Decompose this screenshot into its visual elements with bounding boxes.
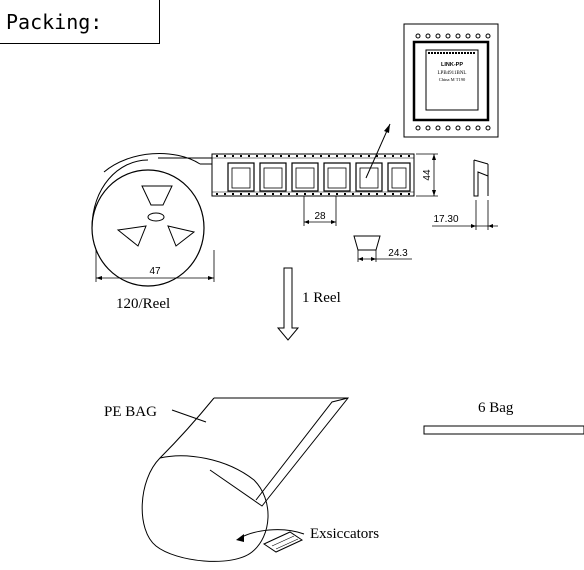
chip-pins-top <box>415 33 491 39</box>
tape-height-label: 44 <box>422 169 433 181</box>
pe-bag-label: PE BAG <box>104 404 157 420</box>
tape-pockets <box>227 162 411 192</box>
chip-model: LPB4911BNL <box>438 71 467 76</box>
chip-origin: China M T190 <box>439 77 466 82</box>
hub-width-label: 24.3 <box>388 248 408 259</box>
desiccant-pack <box>236 529 305 553</box>
sprocket-holes <box>216 155 410 195</box>
carrier-tape: 44 28 <box>211 153 438 226</box>
reel: 47 <box>91 153 215 287</box>
one-reel-label: 1 Reel <box>302 290 341 306</box>
bag-count-label: 6 Bag <box>478 400 514 416</box>
pe-bag <box>141 397 350 562</box>
desiccant-label: Exsiccators <box>310 526 379 542</box>
chip-closeup: LINK-PP LPB4911BNL China M T190 <box>403 23 499 138</box>
down-arrow <box>276 267 300 341</box>
chip-brand: LINK-PP <box>441 62 463 68</box>
per-reel-label: 120/Reel <box>116 296 170 312</box>
side-width-label: 17.30 <box>433 214 458 225</box>
side-profile: 17.30 <box>432 159 498 230</box>
detail-pointer <box>365 123 391 179</box>
bag-arrow <box>423 425 584 435</box>
chip-pins-bottom <box>415 125 491 131</box>
hub-section: 24.3 <box>353 235 412 262</box>
page-title: Packing: <box>0 0 160 44</box>
reel-diameter-label: 47 <box>149 266 161 277</box>
pocket-pitch-label: 28 <box>314 211 326 222</box>
